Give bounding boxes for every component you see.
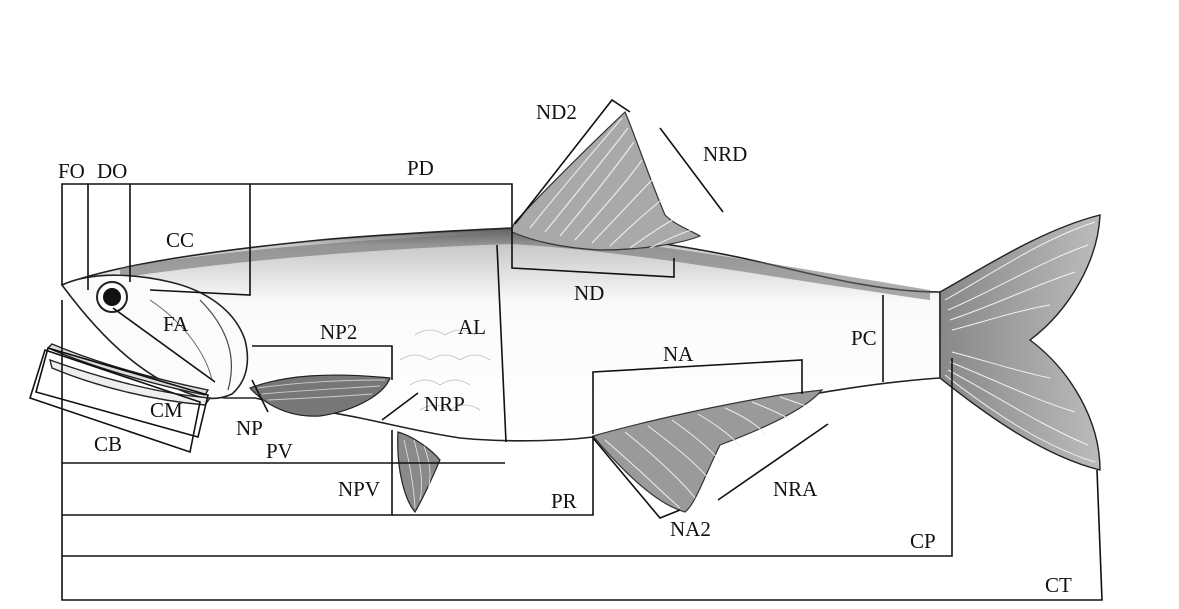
label-nd: ND: [574, 283, 604, 304]
label-cb: CB: [94, 434, 122, 455]
label-nd2: ND2: [536, 102, 577, 123]
label-np: NP: [236, 418, 263, 439]
label-nrp: NRP: [424, 394, 465, 415]
label-cp: CP: [910, 531, 936, 552]
label-ct: CT: [1045, 575, 1072, 596]
label-fa: FA: [163, 314, 188, 335]
label-cm: CM: [150, 400, 183, 421]
label-nrd: NRD: [703, 144, 747, 165]
caudal-fin: [940, 215, 1100, 470]
label-cc: CC: [166, 230, 194, 251]
label-pd: PD: [407, 158, 434, 179]
label-pv: PV: [266, 441, 293, 462]
label-al: AL: [458, 317, 486, 338]
dorsal-fin: [512, 112, 700, 250]
label-pr: PR: [551, 491, 577, 512]
label-fo: FO: [58, 161, 85, 182]
eye-pupil: [103, 288, 121, 306]
label-np2: NP2: [320, 322, 357, 343]
label-pc: PC: [851, 328, 877, 349]
pelvic-fin: [398, 432, 440, 512]
label-nra: NRA: [773, 479, 817, 500]
label-na: NA: [663, 344, 693, 365]
label-npv: NPV: [338, 479, 380, 500]
label-do: DO: [97, 161, 127, 182]
label-na2: NA2: [670, 519, 711, 540]
